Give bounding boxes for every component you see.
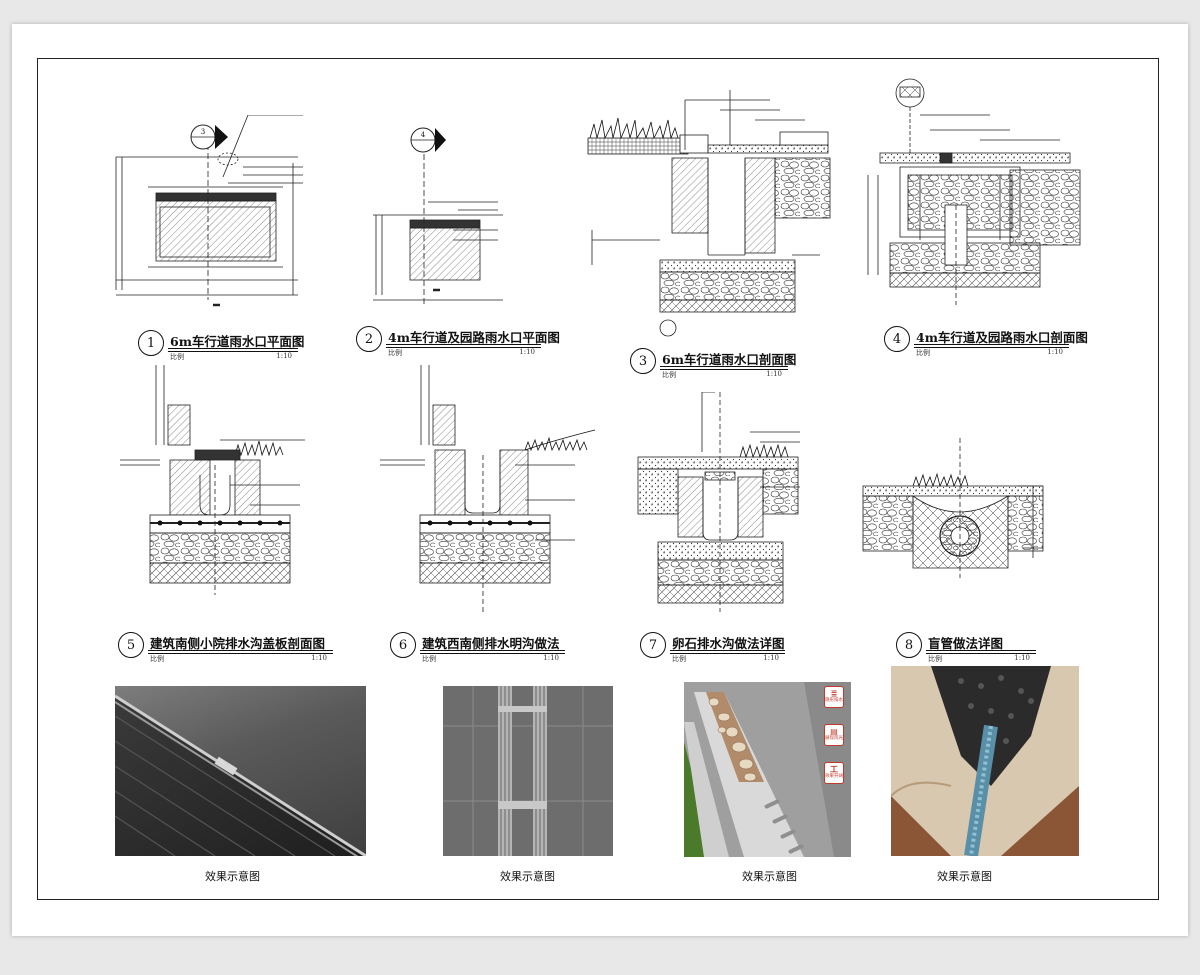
title-underline — [168, 348, 298, 349]
drawing-7-scale: 1:10 — [763, 654, 779, 662]
bars-icon: ≣ — [830, 689, 838, 698]
drawing-4-title-block: 4 4m车行道及园路雨水口剖面图 比例 1:10 — [884, 326, 1088, 358]
drawing-3-title-block: 3 6m车行道雨水口剖面图 比例 1:10 — [630, 348, 796, 380]
photo-blind-drain-pipe — [891, 666, 1079, 856]
drawing-5-scale: 1:10 — [311, 654, 327, 662]
drawing-7-title: 卵石排水沟做法详图 — [672, 636, 785, 651]
photo-1-caption: 效果示意图 — [205, 870, 260, 883]
drawing-2-title: 4m车行道及园路雨水口平面图 — [388, 330, 560, 345]
work-icon: 工 — [830, 765, 838, 774]
drawing-frame — [37, 58, 1159, 900]
title-underline — [670, 650, 785, 651]
drawing-7-title-block: 7 卵石排水沟做法详图 比例 1:10 — [640, 632, 785, 664]
drawing-5-scale-label: 比例 — [150, 655, 164, 663]
photo-2-caption: 效果示意图 — [500, 870, 555, 883]
drawing-7-section — [630, 392, 810, 617]
photo-3-caption: 效果示意图 — [742, 870, 797, 883]
drawing-1-number: 1 — [138, 330, 164, 356]
drawing-3-scale: 1:10 — [766, 370, 782, 378]
badge-hidden-drain: ≣隐形排水 — [824, 686, 844, 708]
drawing-6-scale: 1:10 — [543, 654, 559, 662]
drawing-8-section — [858, 438, 1048, 578]
drawing-4-scale-label: 比例 — [916, 349, 930, 357]
drawing-7-number: 7 — [640, 632, 666, 658]
title-underline-thin — [386, 347, 541, 348]
drawing-4-section — [860, 75, 1090, 315]
drawing-5-title: 建筑南侧小院排水沟盖板剖面图 — [150, 636, 326, 651]
drawing-2-title-block: 2 4m车行道及园路雨水口平面图 比例 1:10 — [356, 326, 560, 358]
title-underline — [926, 650, 1036, 651]
title-underline — [386, 344, 541, 345]
document-icon: ▤ — [830, 727, 838, 736]
drawing-6-scale-label: 比例 — [422, 655, 436, 663]
drawing-2-scale: 1:10 — [519, 348, 535, 356]
drawing-1-plan: 3 — [108, 115, 308, 310]
drawing-3-title: 6m车行道雨水口剖面图 — [662, 352, 797, 367]
drawing-1-title-block: 1 6m车行道雨水口平面图 比例 1:10 — [138, 330, 304, 362]
drawing-6-number: 6 — [390, 632, 416, 658]
drawing-4-scale: 1:10 — [1047, 348, 1063, 356]
title-underline-thin — [660, 369, 788, 370]
drawing-3-number: 3 — [630, 348, 656, 374]
drawing-4-title: 4m车行道及园路雨水口剖面图 — [916, 330, 1088, 345]
drawing-8-scale-label: 比例 — [928, 655, 942, 663]
title-underline-thin — [168, 351, 298, 352]
drawing-6-title: 建筑西南侧排水明沟做法 — [422, 636, 560, 651]
drawing-1-scale: 1:10 — [276, 352, 292, 360]
drawing-2-number: 2 — [356, 326, 382, 352]
title-underline-thin — [670, 653, 785, 654]
drawing-1-title: 6m车行道雨水口平面图 — [170, 334, 305, 349]
section-mark-3: 3 — [201, 128, 205, 136]
drawing-6-section — [375, 365, 605, 615]
photo-slot-drain-deck — [115, 686, 366, 856]
photo-4-caption: 效果示意图 — [937, 870, 992, 883]
drawing-5-section — [120, 365, 310, 615]
photo-pebble-channel: ≣隐形排水 ▤展现风光 工效果开阔 — [684, 682, 851, 857]
badge-open-effect: 工效果开阔 — [824, 762, 844, 784]
drawing-8-title: 盲管做法详图 — [928, 636, 1004, 651]
photo-linear-drain-granite — [443, 686, 613, 856]
title-underline — [148, 650, 333, 651]
drawing-8-scale: 1:10 — [1014, 654, 1030, 662]
title-underline — [420, 650, 565, 651]
drawing-3-section — [580, 90, 840, 340]
drawing-8-title-block: 8 盲管做法详图 比例 1:10 — [896, 632, 1036, 664]
drawing-3-scale-label: 比例 — [662, 371, 676, 379]
badge-show-scenery: ▤展现风光 — [824, 724, 844, 746]
section-mark-4: 4 — [421, 131, 426, 139]
drawing-5-title-block: 5 建筑南侧小院排水沟盖板剖面图 比例 1:10 — [118, 632, 333, 664]
drawing-2-scale-label: 比例 — [388, 349, 402, 357]
title-underline-thin — [914, 347, 1069, 348]
drawing-2-plan: 4 — [368, 120, 508, 310]
title-underline-thin — [926, 653, 1036, 654]
drawing-4-number: 4 — [884, 326, 910, 352]
title-underline-thin — [420, 653, 565, 654]
drawing-7-scale-label: 比例 — [672, 655, 686, 663]
drawing-8-number: 8 — [896, 632, 922, 658]
drawing-6-title-block: 6 建筑西南侧排水明沟做法 比例 1:10 — [390, 632, 565, 664]
title-underline — [914, 344, 1069, 345]
drawing-5-number: 5 — [118, 632, 144, 658]
title-underline — [660, 366, 788, 367]
title-underline-thin — [148, 653, 333, 654]
drawing-1-scale-label: 比例 — [170, 353, 184, 361]
